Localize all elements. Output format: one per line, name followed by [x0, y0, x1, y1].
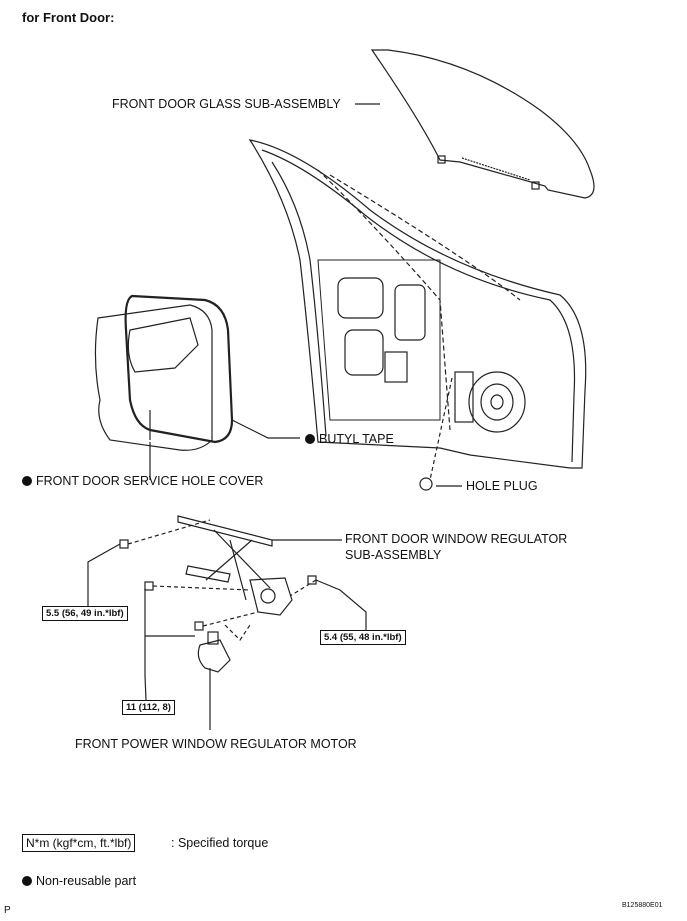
label-motor: FRONT POWER WINDOW REGULATOR MOTOR: [75, 737, 357, 751]
label-service-hole-cover-text: FRONT DOOR SERVICE HOLE COVER: [36, 474, 264, 488]
regulator-motor: [197, 639, 231, 673]
label-regulator-line1: FRONT DOOR WINDOW REGULATOR: [345, 532, 568, 546]
nonreusable-dot: [22, 476, 32, 486]
page-header: for Front Door:: [22, 10, 115, 25]
door-frame: [248, 139, 587, 469]
legend-unit-box: N*m (kgf*cm, ft.*lbf): [22, 834, 136, 852]
label-butyl-tape-text: BUTYL TAPE: [319, 432, 394, 446]
bolt-2: [144, 581, 154, 591]
bolt-3: [194, 621, 204, 631]
label-butyl-tape: BUTYL TAPE: [305, 432, 394, 446]
door-glass: [370, 49, 595, 199]
nonreusable-dot: [305, 434, 315, 444]
legend-nonreusable-text: Non-reusable part: [36, 874, 137, 888]
footer-left: P: [4, 905, 11, 916]
label-hole-plug: HOLE PLUG: [466, 479, 538, 493]
regulator-rail: [177, 515, 273, 547]
label-glass: FRONT DOOR GLASS SUB-ASSEMBLY: [112, 97, 341, 111]
butyl-tape: [124, 294, 234, 444]
nonreusable-dot: [22, 876, 32, 886]
label-regulator-line2: SUB-ASSEMBLY: [345, 548, 442, 562]
legend-unit-text: : Specified torque: [171, 836, 269, 850]
legend-nonreusable: Non-reusable part: [22, 874, 136, 888]
footer-code: B125880E01: [622, 902, 663, 909]
label-service-hole-cover: FRONT DOOR SERVICE HOLE COVER: [22, 474, 263, 488]
torque-box-1: 5.5 (56, 49 in.*lbf): [42, 606, 128, 621]
service-hole-cover: [94, 304, 213, 451]
bolt-1: [119, 539, 129, 549]
bolt-4: [307, 575, 317, 585]
torque-box-3: 11 (112, 8): [122, 700, 175, 715]
torque-box-2: 5.4 (55, 48 in.*lbf): [320, 630, 406, 645]
hole-plug-shape: [419, 477, 433, 491]
